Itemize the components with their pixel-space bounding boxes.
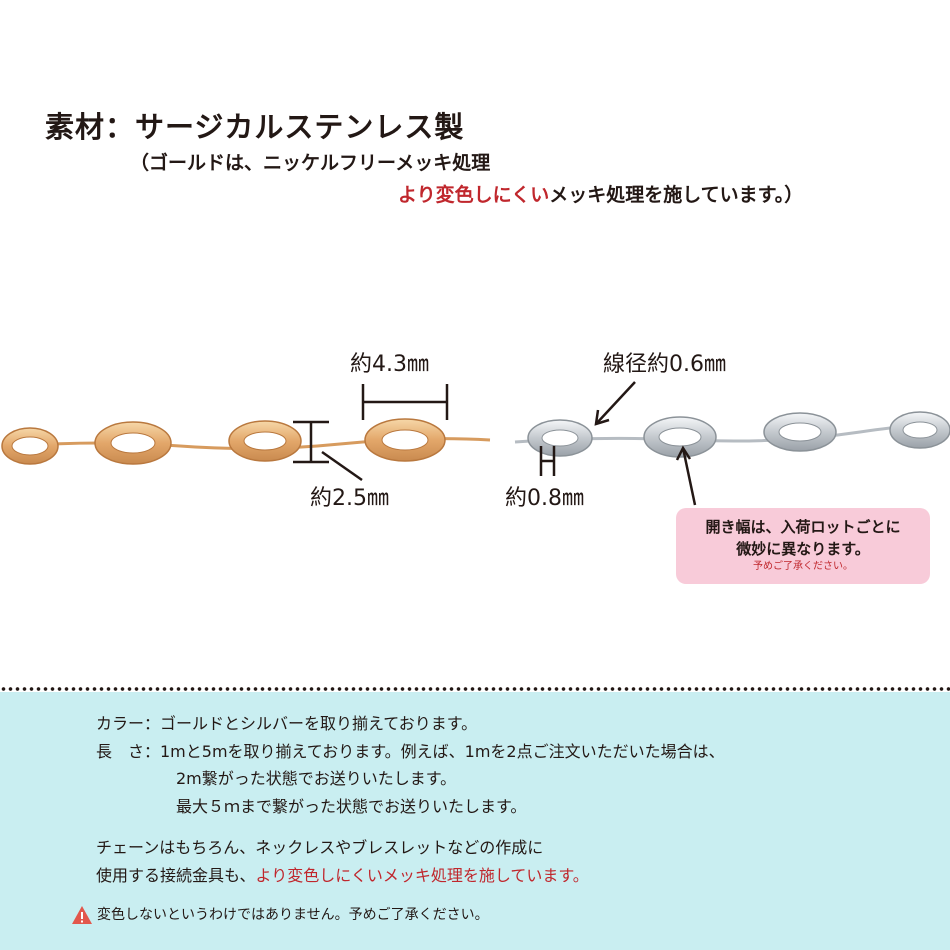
color-info: カラー：ゴールドとシルバーを取り揃えております。 xyxy=(96,714,478,733)
gap-width-label: 約0.8㎜ xyxy=(505,486,584,511)
info-panel xyxy=(0,692,950,950)
material-subtitle-line2: より変色しにくいメッキ処理を施しています。） xyxy=(398,180,803,207)
warning-icon xyxy=(72,906,92,924)
note-line1: 開き幅は、入荷ロットごとに xyxy=(705,518,901,536)
chain-info-line1: チェーンはもちろん、ネックレスやブレスレットなどの作成に xyxy=(96,838,544,857)
length-info-line2: 2m繋がった状態でお送りいたします。 xyxy=(176,769,457,788)
subtitle-rest: メッキ処理を施しています。） xyxy=(549,184,804,206)
chain-info-normal: 使用する接続金具も、 xyxy=(96,866,256,885)
gold-height-label: 約2.5㎜ xyxy=(310,486,389,511)
silver-chain xyxy=(514,411,950,458)
dotted-divider xyxy=(0,686,950,692)
length-info-line1: 長 さ：1mと5mを取り揃えております。例えば、1mを2点ご注文いただいた場合は… xyxy=(96,742,725,761)
chain-illustration xyxy=(1,381,950,506)
material-title: 素材：サージカルステンレス製 xyxy=(45,110,465,144)
wire-arrow xyxy=(594,381,636,426)
gold-height-bracket xyxy=(293,420,363,482)
length-info-line3: 最大５ｍまで繋がった状態でお送りいたします。 xyxy=(176,797,527,816)
silver-gap-marker xyxy=(539,446,556,476)
note-line2: 微妙に異なります。 xyxy=(736,540,870,558)
gold-width-label: 約4.3㎜ xyxy=(350,352,429,377)
lot-variation-note: 開き幅は、入荷ロットごとに 微妙に異なります。 予めご了承ください。 xyxy=(676,508,930,584)
chain-info-line2: 使用する接続金具も、より変色しにくいメッキ処理を施しています。 xyxy=(96,862,589,886)
gold-width-bracket xyxy=(361,384,449,420)
warning-text: 変色しないというわけではありません。予めご了承ください。 xyxy=(97,907,489,923)
gold-chain xyxy=(1,418,491,465)
chain-info-highlight: より変色しにくいメッキ処理を施しています。 xyxy=(255,866,589,885)
note-arrow xyxy=(675,445,697,506)
highlight-text: より変色しにくい xyxy=(398,184,550,206)
note-line3: 予めご了承ください。 xyxy=(753,561,853,572)
wire-diameter-label: 線径約0.6㎜ xyxy=(603,352,726,377)
material-subtitle-line1: （ゴールドは、ニッケルフリーメッキ処理 xyxy=(130,152,491,174)
